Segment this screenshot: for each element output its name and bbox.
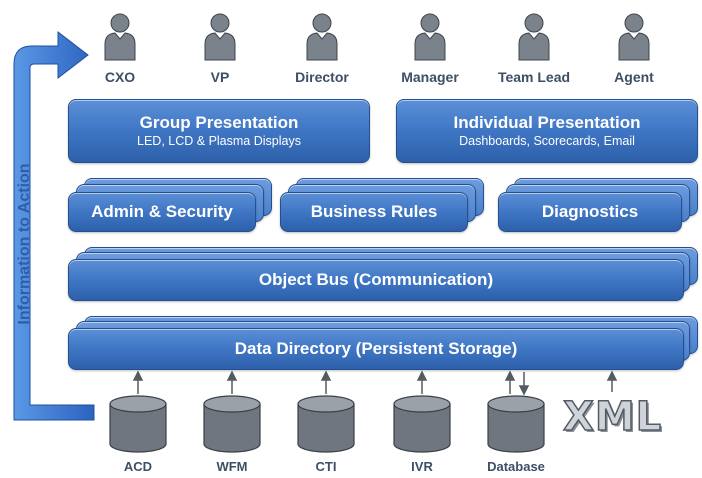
- wfm-flow-arrowhead: [226, 370, 238, 381]
- person-icon: [414, 13, 446, 61]
- acd-flow-arrowhead: [132, 370, 144, 381]
- data-directory-panel: Data Directory (Persistent Storage): [68, 328, 684, 370]
- cti-flow-arrowhead: [320, 370, 332, 381]
- ivr-flow-arrowhead: [416, 370, 428, 381]
- individual-presentation-panel: Individual Presentation Dashboards, Scor…: [396, 99, 698, 163]
- role-label-cxo: CXO: [104, 69, 136, 85]
- admin-security-label: Admin & Security: [91, 202, 233, 221]
- diagnostics-panel: Diagnostics: [498, 192, 682, 232]
- source-label-cti: CTI: [315, 459, 337, 474]
- person-icon: [518, 13, 550, 61]
- role-label-team-lead: Team Lead: [497, 69, 571, 85]
- group-presentation-panel: Group Presentation LED, LCD & Plasma Dis…: [68, 99, 370, 163]
- diagnostics-label: Diagnostics: [541, 202, 639, 221]
- database-down-arrowhead: [518, 385, 530, 396]
- database-icon: [487, 395, 545, 453]
- business-rules-panel: Business Rules: [280, 192, 468, 232]
- group-presentation-subtitle: LED, LCD & Plasma Displays: [137, 134, 301, 148]
- database-up-arrowhead: [504, 370, 516, 381]
- database-icon: [203, 395, 261, 453]
- role-label-vp: VP: [210, 69, 230, 85]
- group-presentation-title: Group Presentation: [139, 113, 299, 132]
- database-icon: [297, 395, 355, 453]
- person-icon: [204, 13, 236, 61]
- admin-security-panel: Admin & Security: [68, 192, 256, 232]
- data-directory-label: Data Directory (Persistent Storage): [234, 339, 518, 358]
- individual-presentation-subtitle: Dashboards, Scorecards, Email: [459, 134, 635, 148]
- individual-presentation-title: Individual Presentation: [453, 113, 641, 132]
- business-rules-label: Business Rules: [310, 202, 438, 221]
- database-icon: [393, 395, 451, 453]
- person-icon: [104, 13, 136, 61]
- xml-label: XML: [562, 393, 663, 441]
- role-label-manager: Manager: [401, 69, 459, 85]
- xml-flow-arrowhead: [606, 370, 618, 381]
- database-icon: [109, 395, 167, 453]
- source-label-database: Database: [487, 459, 545, 474]
- person-icon: [618, 13, 650, 61]
- role-label-director: Director: [295, 69, 349, 85]
- source-label-wfm: WFM: [216, 459, 248, 474]
- object-bus-panel: Object Bus (Communication): [68, 259, 684, 301]
- source-label-ivr: IVR: [411, 459, 433, 474]
- role-label-agent: Agent: [614, 69, 654, 85]
- source-label-acd: ACD: [123, 459, 153, 474]
- object-bus-label: Object Bus (Communication): [258, 270, 494, 289]
- person-icon: [306, 13, 338, 61]
